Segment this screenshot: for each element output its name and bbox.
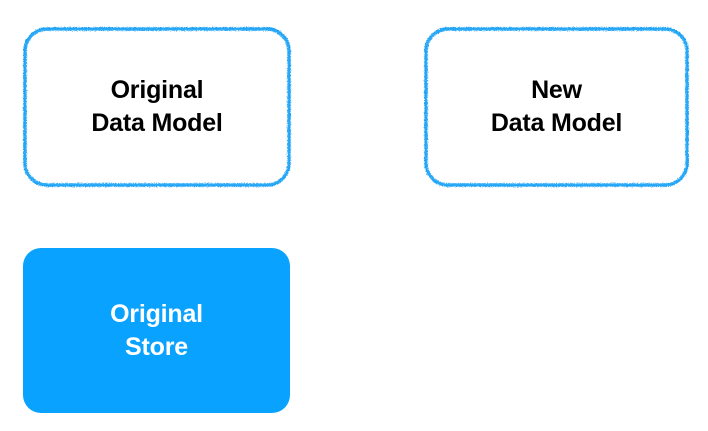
node-new-data-model[interactable]: New Data Model	[423, 26, 690, 188]
sketch-border-original-data-model	[23, 27, 291, 187]
node-original-data-model[interactable]: Original Data Model	[22, 26, 292, 188]
node-fill-original-store	[23, 248, 290, 413]
node-original-store[interactable]: Original Store	[23, 248, 290, 413]
sketch-border-new-data-model	[424, 27, 689, 187]
